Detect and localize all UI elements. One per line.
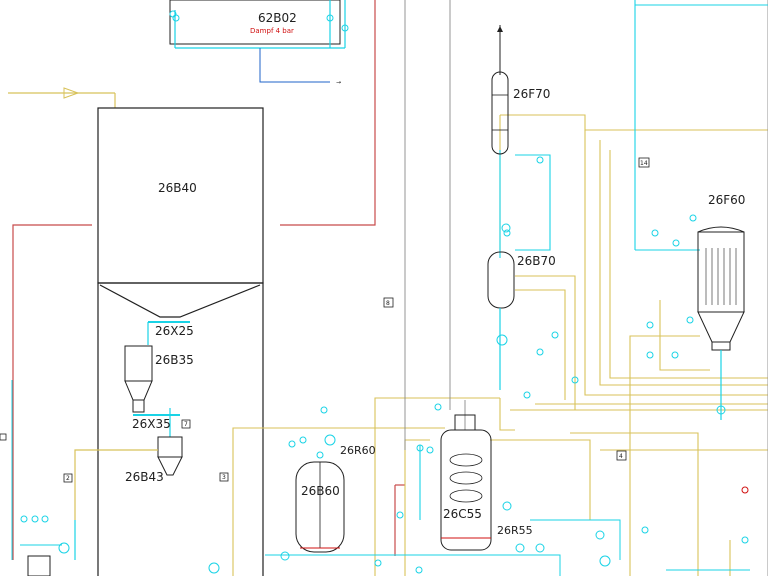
filter-26F70: 26F70: [491, 25, 550, 155]
box-tag-4: 8: [386, 300, 390, 307]
silo-26B40: 26B40: [97, 107, 264, 284]
filter-26F60: 26F60: [646, 193, 749, 494]
reactor-26B60: 26B60 26R60: [295, 434, 376, 553]
column-26C55: 26C55 26R55: [416, 414, 533, 551]
label-dampf: Dampf 4 bar: [250, 27, 294, 35]
structure-lower: [97, 282, 264, 576]
label-26X35: 26X35: [132, 417, 171, 431]
label-26F60: 26F60: [708, 193, 745, 207]
screw-26X35: 7 26X35: [132, 408, 191, 437]
label-26B40: 26B40: [158, 181, 197, 195]
screw-26X25: 26X25: [147, 321, 194, 345]
inlet-line: [8, 87, 116, 108]
bottom-cyan-piping: [208, 519, 750, 576]
box-tag-1: 7: [184, 421, 188, 428]
label-26F70: 26F70: [513, 87, 550, 101]
cyclone-26B35: 26B35: [124, 345, 194, 413]
box-tag-6: 14: [640, 160, 648, 167]
label-26R60: 26R60: [340, 444, 376, 457]
label-26X25: 26X25: [155, 324, 194, 338]
vessel-26B70: 26B70: [487, 223, 556, 390]
box-tag-5: 4: [619, 453, 623, 460]
label-62B02: 62B02: [258, 11, 297, 25]
steam-drum-62B02: → 62B02 Dampf 4 bar: [169, 0, 349, 86]
label-26B35: 26B35: [155, 353, 194, 367]
red-lines: [12, 0, 405, 560]
label-26B70: 26B70: [517, 254, 556, 268]
label-26R55: 26R55: [497, 524, 533, 537]
cyan-top-right: [499, 0, 768, 258]
svg-text:→: →: [336, 79, 341, 86]
bin-26B43: 26B43: [125, 436, 183, 484]
left-process-lines: 2 3: [0, 380, 229, 576]
gray-lines: [404, 0, 768, 576]
yellow-header-lines: [232, 114, 768, 576]
label-26B43: 26B43: [125, 470, 164, 484]
box-tag-2: 2: [66, 475, 70, 482]
cyan-instruments: [20, 10, 749, 574]
box-tag-3: 3: [222, 474, 226, 481]
right-box-tags: 8 4 14: [383, 157, 650, 461]
label-26B60: 26B60: [301, 484, 340, 498]
label-26C55: 26C55: [443, 507, 482, 521]
